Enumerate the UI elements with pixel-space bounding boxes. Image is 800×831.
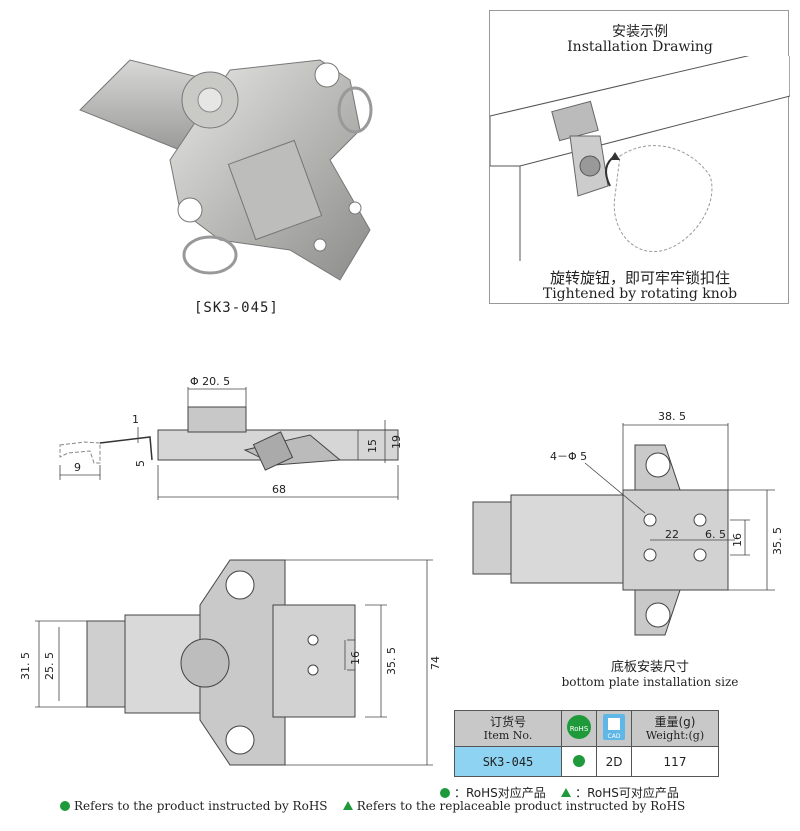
header-item-no: 订货号 Item No.	[454, 710, 562, 747]
base-plate-title-cn: 底板安装尺寸	[610, 660, 689, 675]
dim-hook-length: 9	[74, 461, 81, 474]
rohs-triangle-icon	[342, 801, 353, 810]
header-item-en: Item No.	[483, 728, 533, 742]
header-weight-en: Weight:(g)	[645, 728, 705, 742]
side-view-drawing: Φ 20. 5 1 5 9 68 15 19	[59, 375, 403, 500]
dim-length: 68	[272, 483, 286, 496]
dim-plate-width: 35. 5	[385, 647, 398, 675]
product-photo	[79, 59, 373, 281]
svg-text:RoHS: RoHS	[570, 725, 589, 733]
legend-rohs-en: Refers to the product instructed by RoHS	[74, 799, 328, 813]
value-item-no: SK3-045	[454, 746, 562, 777]
dim-hook-offset: 5	[134, 460, 147, 467]
installation-panel: 安装示例 Installation Drawing 旋转旋钮，即可牢牢锁扣住 T…	[489, 10, 790, 304]
header-item-cn: 订货号	[489, 714, 526, 729]
header-rohs: RoHS	[561, 710, 597, 747]
dim-left-inner: 25. 5	[43, 652, 56, 680]
dim-holes: 4－Φ 5	[550, 450, 587, 463]
model-label: [SK3-045]	[194, 300, 279, 316]
dim-total-height: 74	[429, 656, 442, 670]
dim-plate-total-width: 38. 5	[658, 410, 686, 423]
spec-table: 订货号 Item No. RoHS CAD 重量(g) Weight:(g) S…	[454, 710, 719, 777]
dim-hole-edge: 6. 5	[705, 528, 726, 541]
dim-plate-height: 35. 5	[771, 527, 784, 555]
rohs-logo-icon: RoHS	[567, 715, 591, 739]
dim-hole-x: 22	[665, 528, 679, 541]
spec-header-row: 订货号 Item No. RoHS CAD 重量(g) Weight:(g)	[454, 710, 719, 747]
rohs-dot-icon	[573, 754, 585, 767]
rohs-dot-icon	[60, 801, 70, 811]
dim-knob-diameter: Φ 20. 5	[190, 375, 230, 388]
header-cad: CAD	[596, 710, 632, 747]
dim-hole-y: 16	[731, 533, 744, 547]
rohs-triangle-icon	[561, 788, 572, 797]
installation-illustration	[490, 56, 790, 261]
dim-left-outer: 31. 5	[19, 652, 32, 680]
cad-file-icon: CAD	[603, 714, 625, 740]
svg-text:CAD: CAD	[608, 733, 621, 740]
value-rohs	[561, 746, 597, 777]
base-plate-drawing: 38. 5 4－Φ 5 22 6. 5 16 35. 5	[472, 410, 784, 636]
legend-rohs-replace-cn: ：RoHS可对应产品	[575, 786, 679, 800]
install-caption-en: Tightened by rotating knob	[542, 286, 738, 302]
base-plate-title-en: bottom plate installation size	[561, 675, 739, 689]
install-title-en: Installation Drawing	[567, 39, 713, 55]
header-weight-cn: 重量(g)	[654, 714, 696, 729]
top-view-drawing: 31. 5 25. 5 16 35. 5 74	[19, 559, 442, 766]
dim-height-total: 19	[390, 435, 403, 449]
spec-value-row: SK3-045 2D 117	[454, 746, 719, 777]
legend-rohs-replace-en: Refers to the replaceable product instru…	[356, 799, 686, 813]
value-weight: 117	[631, 746, 719, 777]
dim-height-small: 15	[366, 439, 379, 453]
legend-rohs-cn: ：RoHS对应产品	[454, 786, 546, 800]
value-cad: 2D	[596, 746, 632, 777]
header-weight: 重量(g) Weight:(g)	[631, 710, 719, 747]
dim-hole-spacing: 16	[349, 651, 362, 665]
install-caption-cn: 旋转旋钮，即可牢牢锁扣住	[549, 269, 730, 287]
rohs-dot-icon	[440, 788, 450, 798]
install-title-cn: 安装示例	[612, 24, 668, 40]
legend-small: ：RoHS对应产品 ：RoHS可对应产品	[440, 784, 679, 801]
footer-legend: Refers to the product instructed by RoHS…	[60, 799, 685, 813]
dim-thickness: 1	[132, 413, 139, 426]
